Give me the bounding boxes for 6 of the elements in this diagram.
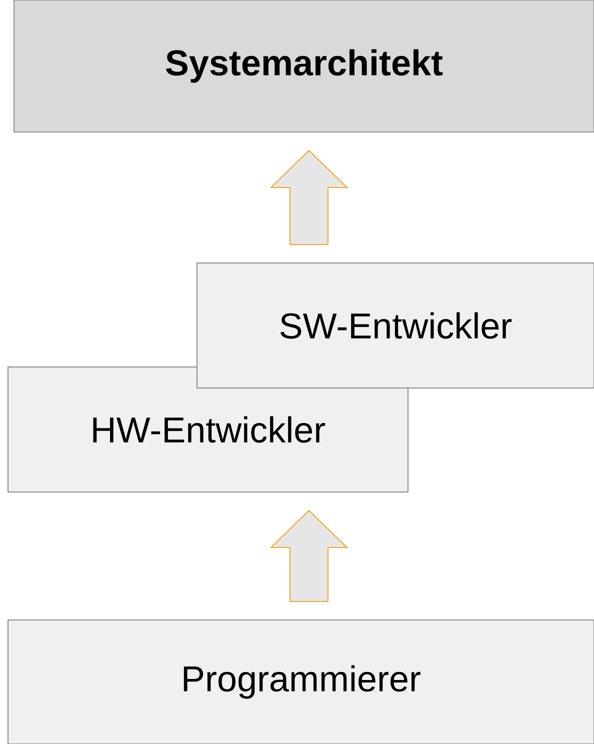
role-box: SW-Entwickler	[196, 262, 594, 388]
block-arrow	[270, 150, 348, 245]
role-box: Systemarchitekt	[14, 0, 594, 132]
block-arrow	[270, 510, 348, 602]
role-box: Programmierer	[8, 620, 594, 744]
role-box: HW-Entwickler	[8, 366, 408, 492]
